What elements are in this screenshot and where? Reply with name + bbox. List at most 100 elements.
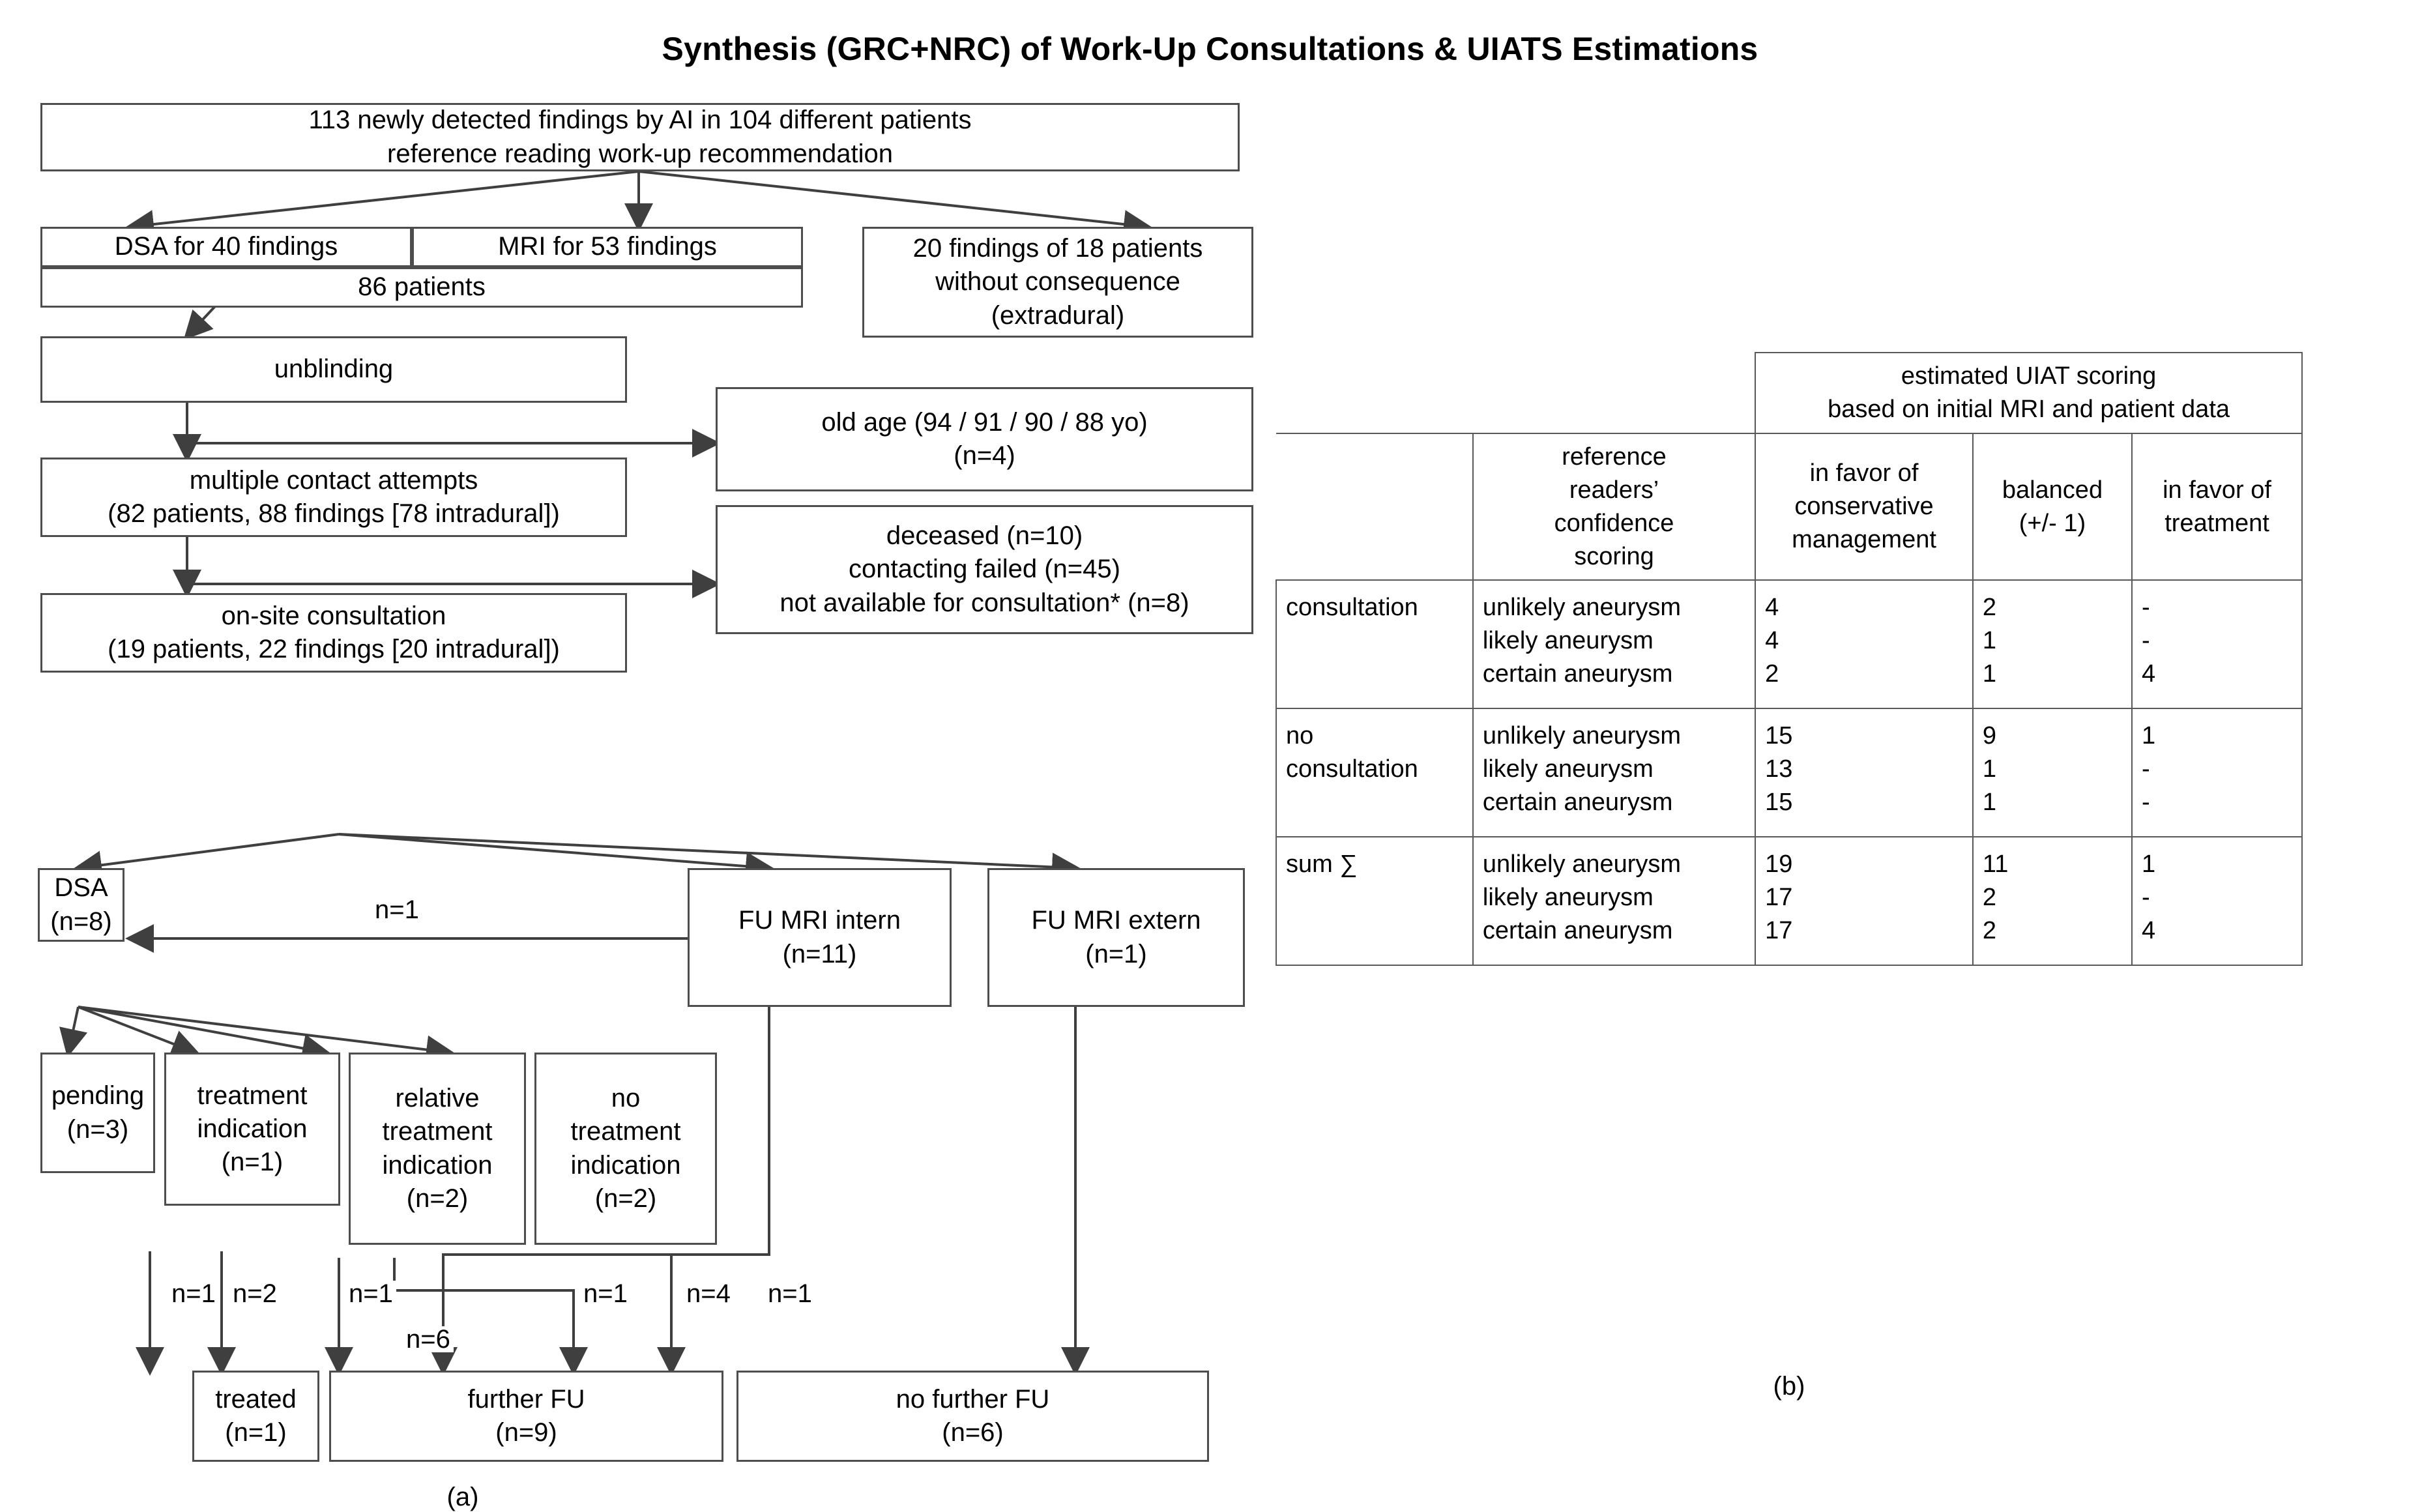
edge-label-mri-intern-to-dsa: n=1 [372,897,422,923]
table-group-header-row: estimated UIAT scoring based on initial … [1276,352,2303,434]
table-cell-conservative: 15 13 15 [1755,708,1974,837]
box-no-treatment-line4: (n=2) [594,1184,657,1213]
box-treatment-indication-line1: treatment [197,1081,308,1110]
table-col-header-0 [1276,432,1474,581]
box-root-findings: 113 newly detected findings by AI in 104… [40,103,1240,171]
box-unblinding: unblinding [40,336,627,403]
box-fu-mri-extern-line2: (n=1) [1085,939,1147,968]
box-fu-mri-intern: FU MRI intern (n=11) [688,868,952,1007]
box-relative-treatment-indication: relative treatment indication (n=2) [349,1053,526,1245]
table-row: no consultation unlikely aneurysm likely… [1276,708,2303,837]
table-cell-scores: unlikely aneurysm likely aneurysm certai… [1472,836,1757,966]
table-cell-balanced: 11 2 2 [1972,836,2133,966]
edge-label-further-fu-n1: n=1 [345,1281,396,1307]
box-contact-attempts-line1: multiple contact attempts [189,465,478,495]
box-no-further-fu: no further FU (n=6) [736,1371,1209,1462]
table-col-header-treatment: in favor of treatment [2131,432,2303,581]
table-cell-treatment: 1 - 4 [2131,836,2303,966]
box-excluded-line1: deceased (n=10) [886,521,1083,551]
box-old-age-line1: old age (94 / 91 / 90 / 88 yo) [821,407,1148,437]
box-further-fu-line2: (n=9) [495,1418,557,1447]
box-mri-findings: MRI for 53 findings [412,227,803,267]
table-cell-conservative: 4 4 2 [1755,579,1974,710]
box-no-further-fu-line2: (n=6) [942,1418,1004,1447]
figure-title: Synthesis (GRC+NRC) of Work-Up Consultat… [662,31,1758,67]
box-treated-line2: (n=1) [225,1418,287,1447]
box-dsa-line2: (n=8) [50,907,112,936]
table-col-header-confidence: reference readers’ confidence scoring [1472,432,1757,581]
table-cell-balanced: 2 1 1 [1972,579,2133,710]
box-treatment-indication: treatment indication (n=1) [164,1053,340,1206]
box-86-patients-label: 86 patients [358,272,486,302]
table-col-header-balanced: balanced (+/- 1) [1972,432,2133,581]
edge-label-further-fu-n2: n=2 [229,1281,280,1307]
box-no-treatment-indication: no treatment indication (n=2) [534,1053,717,1245]
box-dsa-findings: DSA for 40 findings [40,227,412,267]
box-mri-findings-label: MRI for 53 findings [498,232,717,261]
box-root-line1: 113 newly detected findings by AI in 104… [308,106,972,135]
box-no-further-fu-line1: no further FU [896,1384,1050,1414]
box-treated: treated (n=1) [192,1371,319,1462]
table-group-header: estimated UIAT scoring based on initial … [1755,352,2303,434]
box-old-age: old age (94 / 91 / 90 / 88 yo) (n=4) [716,387,1253,491]
edge-label-no-further-fu-n1-extern: n=1 [765,1281,815,1307]
box-relative-line1: relative [395,1084,480,1113]
box-86-patients: 86 patients [40,267,803,308]
table-cell-balanced: 9 1 1 [1972,708,2133,837]
box-treated-line1: treated [215,1384,297,1414]
box-old-age-line2: (n=4) [954,441,1015,470]
box-relative-line2: treatment [382,1117,493,1146]
box-pending-line1: pending [51,1081,145,1111]
table-cell-conservative: 19 17 17 [1755,836,1974,966]
box-no-treatment-line3: indication [570,1150,681,1180]
box-excluded-line2: contacting failed (n=45) [849,555,1120,584]
panel-a-label: (a) [446,1483,479,1511]
box-dsa-line1: DSA [54,873,108,903]
table-row: consultation unlikely aneurysm likely an… [1276,579,2303,710]
box-no-consequence-line1: 20 findings of 18 patients [912,234,1203,263]
edge-label-no-further-fu-n1: n=1 [580,1281,631,1307]
box-no-treatment-line1: no [611,1084,641,1113]
box-pending-line2: (n=3) [66,1114,129,1144]
box-excluded-reasons: deceased (n=10) contacting failed (n=45)… [716,505,1253,634]
box-treatment-indication-line2: indication [197,1114,308,1143]
box-fu-mri-extern: FU MRI extern (n=1) [987,868,1245,1007]
edge-label-further-fu-n6: n=6 [403,1326,454,1352]
table-cell-treatment: - - 4 [2131,579,2303,710]
box-dsa-findings-label: DSA for 40 findings [114,232,338,261]
box-fu-mri-intern-line2: (n=11) [782,939,857,968]
box-unblinding-label: unblinding [274,355,394,384]
box-onsite-consultation: on-site consultation (19 patients, 22 fi… [40,593,627,673]
box-no-consequence: 20 findings of 18 patients without conse… [862,227,1253,338]
box-fu-mri-extern-line1: FU MRI extern [1031,906,1201,935]
box-pending: pending (n=3) [40,1053,155,1173]
edge-label-no-further-fu-n4: n=4 [683,1281,734,1307]
table-row-label-no-consultation: no consultation [1276,708,1474,837]
table-row-label-consultation: consultation [1276,579,1474,710]
box-further-fu-line1: further FU [467,1384,585,1414]
box-fu-mri-intern-line1: FU MRI intern [738,906,901,935]
box-treatment-indication-line3: (n=1) [221,1148,284,1177]
table-row-label-sum: sum ∑ [1276,836,1474,966]
table-cell-scores: unlikely aneurysm likely aneurysm certai… [1472,579,1757,710]
panel-b-label: (b) [1773,1372,1805,1401]
flowchart-connectors [59,170,1152,1376]
box-onsite-line1: on-site consultation [221,601,446,630]
table-corner-blank [1276,353,1757,434]
box-excluded-line3: not available for consultation* (n=8) [780,588,1189,617]
box-further-fu: further FU (n=9) [329,1371,723,1462]
box-root-line2: reference reading work-up recommendation [387,139,893,168]
box-contact-attempts-line2: (82 patients, 88 findings [78 intradural… [108,499,560,528]
box-contact-attempts: multiple contact attempts (82 patients, … [40,458,627,537]
box-onsite-line2: (19 patients, 22 findings [20 intradural… [108,635,560,663]
box-no-consequence-line3: (extradural) [991,300,1125,330]
box-dsa: DSA (n=8) [38,868,124,942]
table-cell-treatment: 1 - - [2131,708,2303,837]
box-relative-line4: (n=2) [406,1184,469,1213]
table-row: sum ∑ unlikely aneurysm likely aneurysm … [1276,836,2303,966]
box-no-consequence-line2: without consequence [935,267,1180,297]
table-column-header-row: reference readers’ confidence scoring in… [1276,432,2303,581]
table-col-header-conservative: in favor of conservative management [1755,432,1974,581]
box-no-treatment-line2: treatment [570,1117,681,1146]
table-cell-scores: unlikely aneurysm likely aneurysm certai… [1472,708,1757,837]
